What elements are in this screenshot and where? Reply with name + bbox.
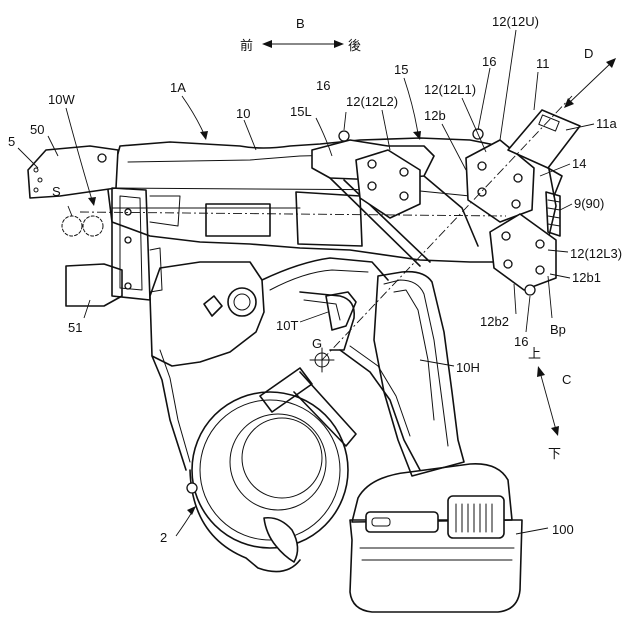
label-100: 100: [552, 522, 574, 537]
label-12U: 12(12U): [492, 14, 539, 29]
label-16-b: 16: [482, 54, 496, 69]
label-10H: 10H: [456, 360, 480, 375]
label-front: 前: [240, 38, 253, 54]
grip-handle: [374, 272, 464, 476]
label-51: 51: [68, 320, 82, 335]
label-10W: 10W: [48, 92, 75, 107]
label-5: 5: [8, 134, 15, 149]
screw-16-c: [525, 285, 535, 295]
reel-housing: [187, 368, 356, 572]
label-up: 上: [528, 347, 541, 362]
label-12b1: 12b1: [572, 270, 601, 285]
label-12b2: 12b2: [480, 314, 509, 329]
lower-body: [150, 258, 420, 470]
label-1A: 1A: [170, 80, 186, 95]
label-12b: 12b: [424, 108, 446, 123]
label-10: 10: [236, 106, 250, 121]
label-Bp: Bp: [550, 322, 566, 337]
up-down-arrow: [537, 366, 559, 436]
label-16-c: 16: [514, 334, 528, 349]
battery-pack: [350, 464, 522, 612]
label-S: S: [52, 184, 61, 199]
label-12L1: 12(12L1): [424, 82, 476, 97]
label-15L: 15L: [290, 104, 312, 119]
label-11: 11: [536, 56, 550, 71]
label-14: 14: [572, 156, 586, 171]
label-9-90: 9(90): [574, 196, 604, 211]
front-back-arrow: [262, 40, 344, 48]
label-B: B: [296, 16, 305, 31]
label-16-a: 16: [316, 78, 330, 93]
label-12L3: 12(12L3): [570, 246, 622, 261]
label-10T: 10T: [276, 318, 298, 333]
axis-d-arrow: [564, 58, 616, 108]
label-12L2: 12(12L2): [346, 94, 398, 109]
label-back: 後: [348, 39, 361, 54]
label-D: D: [584, 46, 593, 61]
screw-16-a: [339, 131, 349, 141]
label-50: 50: [30, 122, 44, 137]
label-11a: 11a: [596, 116, 617, 131]
label-2: 2: [160, 530, 167, 545]
label-G: G: [312, 336, 322, 351]
label-15: 15: [394, 62, 408, 77]
label-down: 下: [548, 447, 561, 462]
label-C: C: [562, 372, 571, 387]
